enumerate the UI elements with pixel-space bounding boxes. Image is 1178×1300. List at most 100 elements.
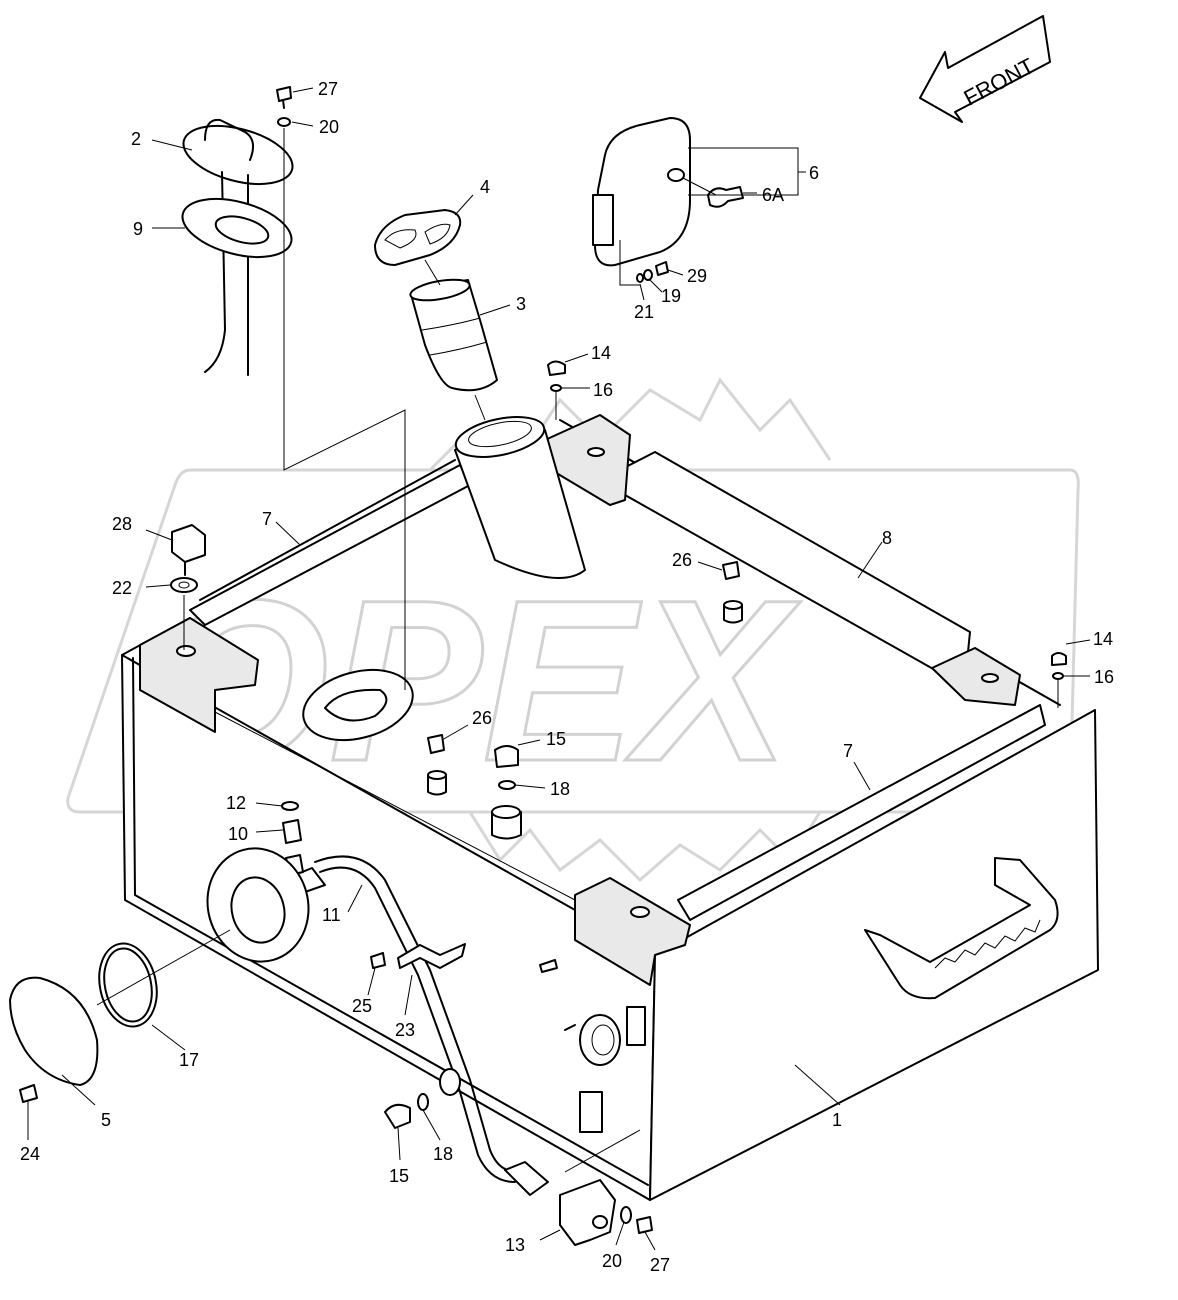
callout-13: 13 xyxy=(505,1235,525,1255)
callout-10: 10 xyxy=(228,824,248,844)
bolt-24 xyxy=(19,1084,38,1103)
sender-mount-flange xyxy=(302,668,414,742)
door-panel xyxy=(594,117,691,267)
callout-1: 1 xyxy=(832,1110,842,1130)
door-hole xyxy=(667,168,685,182)
front-label: FRONT xyxy=(960,53,1039,111)
leader-cap-to-strainer xyxy=(424,259,486,421)
oring-18-center xyxy=(498,780,516,790)
filler-cap-4-grip xyxy=(384,223,451,249)
sender-unit-tube-left xyxy=(204,171,226,373)
plug-14-right xyxy=(1051,652,1067,666)
right-face-plate-2 xyxy=(579,1091,603,1133)
door-hinge xyxy=(592,194,614,246)
callout-7-right: 7 xyxy=(843,741,853,761)
front-arrow-outline xyxy=(919,15,1051,123)
sender-unit-tube-top xyxy=(204,118,255,161)
bracket-front-hole xyxy=(630,906,650,918)
callout-26-right: 26 xyxy=(672,550,692,570)
callout-6A: 6A xyxy=(762,185,784,205)
callout-8: 8 xyxy=(882,528,892,548)
fitting-10 xyxy=(282,819,302,844)
callout-16-right: 16 xyxy=(1094,667,1114,687)
tank-top-inner-line xyxy=(214,711,576,901)
oring-18-bottom xyxy=(417,1093,429,1111)
callout-27-top: 27 xyxy=(318,79,338,99)
oring-12 xyxy=(281,801,299,811)
boss-bottom xyxy=(439,1068,461,1096)
leader-drain-plate xyxy=(564,1129,641,1173)
callout-14-right: 14 xyxy=(1093,629,1113,649)
spacer-26-right-top xyxy=(723,600,743,610)
callout-16-top: 16 xyxy=(593,380,613,400)
callout-labels: 27 20 2 9 4 3 6 6A 29 19 21 14 16 28 7 2… xyxy=(20,79,1114,1275)
lock-washer-21 xyxy=(636,273,644,283)
boss-18-center-top xyxy=(491,805,521,819)
bracket-top-hole xyxy=(587,447,605,457)
rail-7-right xyxy=(677,704,1046,921)
callout-18-center: 18 xyxy=(550,779,570,799)
callout-14-top: 14 xyxy=(591,343,611,363)
washer-22 xyxy=(170,577,198,593)
bolt-26-center xyxy=(427,734,445,754)
bracket-left xyxy=(139,617,259,733)
callout-27-bottom: 27 xyxy=(650,1255,670,1275)
plug-15-bottom xyxy=(384,1103,411,1129)
filler-cap-4 xyxy=(374,209,462,266)
callout-leaders xyxy=(27,87,1091,1251)
filler-neck-inner xyxy=(468,420,532,448)
callout-12: 12 xyxy=(226,793,246,813)
callout-2: 2 xyxy=(131,129,141,149)
bolt-28 xyxy=(171,524,206,563)
tank-flange-port-inner xyxy=(230,876,286,944)
callout-3: 3 xyxy=(516,294,526,314)
bracket-right xyxy=(931,647,1021,706)
strainer-3-bands xyxy=(421,317,488,356)
rail-7-left-top xyxy=(199,459,456,601)
drain-valve-13 xyxy=(559,1179,616,1246)
callout-4: 4 xyxy=(480,177,490,197)
bracket-right-hole xyxy=(981,673,999,683)
boss-18-center xyxy=(491,811,522,840)
callout-11: 11 xyxy=(322,905,341,925)
callout-17: 17 xyxy=(179,1050,199,1070)
bolt-27-bottom xyxy=(636,1216,653,1234)
step-treads xyxy=(934,919,1041,969)
filler-neck-mouth xyxy=(454,416,546,458)
callout-21: 21 xyxy=(634,302,654,322)
bolt-25 xyxy=(370,952,386,969)
bolt-right-face-stud xyxy=(564,1024,576,1031)
fuel-tank-body xyxy=(121,419,1099,1201)
right-face-port xyxy=(579,1014,621,1066)
oring-16-top xyxy=(550,384,562,392)
washer-22-hole xyxy=(178,581,190,589)
callout-26-center: 26 xyxy=(472,708,492,728)
callout-15-center: 15 xyxy=(546,729,566,749)
bolt-27-top xyxy=(276,86,292,109)
front-direction-arrow: FRONT xyxy=(919,15,1051,123)
callout-20-top: 20 xyxy=(319,117,339,137)
callout-9: 9 xyxy=(133,219,143,239)
callout-15-bottom: 15 xyxy=(389,1166,409,1186)
clamp-23 xyxy=(397,943,466,969)
callout-25: 25 xyxy=(352,996,372,1016)
bracket-left-hole xyxy=(176,645,196,657)
sender-gasket-9-hole xyxy=(214,215,270,245)
washer-20-bottom xyxy=(620,1206,632,1224)
callout-7-left: 7 xyxy=(262,509,272,529)
callout-22: 22 xyxy=(112,578,132,598)
callout-23: 23 xyxy=(395,1020,415,1040)
sender-unit-assembly xyxy=(181,118,294,376)
spacer-26-center-top xyxy=(427,770,447,780)
bracket-front xyxy=(574,877,691,986)
callout-24: 24 xyxy=(20,1144,40,1164)
tank-right-face xyxy=(649,709,1099,1201)
bolt-26-right xyxy=(722,561,740,580)
callout-6: 6 xyxy=(809,163,819,183)
sender-unit-plate xyxy=(182,125,294,185)
screw-29 xyxy=(655,261,669,276)
tank-left-rim xyxy=(132,657,649,1186)
door-leader-hinge xyxy=(619,240,640,286)
oring-16-right xyxy=(1052,672,1064,680)
